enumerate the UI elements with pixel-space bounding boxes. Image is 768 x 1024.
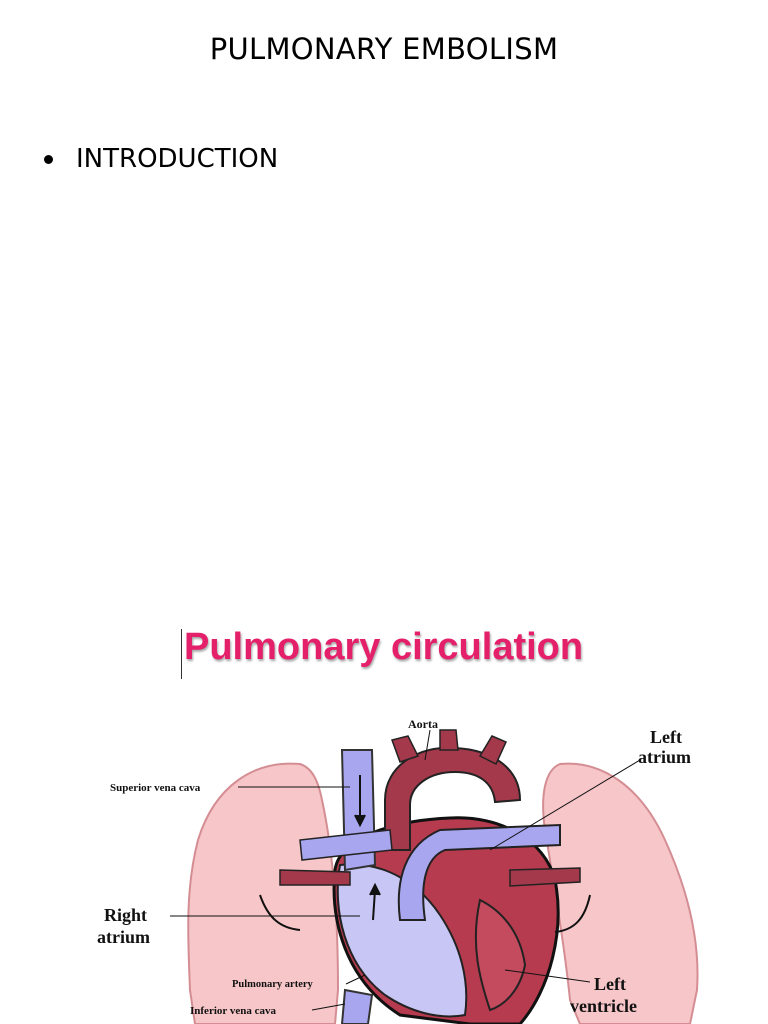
pulmonary-circulation-diagram: Aorta Left atrium Superior vena cava Rig…: [97, 717, 699, 1024]
label-right-atrium-2: atrium: [97, 927, 150, 947]
aorta-branch-2: [439, 729, 459, 751]
inferior-vena-cava: [340, 988, 374, 1024]
label-inferior-vena-cava: Inferior vena cava: [190, 1005, 276, 1017]
flow-arrows: [259, 775, 591, 933]
pulmonary-veins-right: [279, 869, 351, 886]
label-pulmonary-artery: Pulmonary artery: [232, 979, 314, 990]
text-cursor: [181, 629, 182, 679]
pulmonary-artery-right-branch: [299, 829, 393, 861]
label-right-atrium-1: Right: [104, 905, 147, 925]
label-left-atrium-2: atrium: [638, 747, 691, 767]
label-left-ventricle-1: Left: [594, 974, 626, 994]
label-left-ventricle-2: ventricle: [570, 996, 637, 1016]
left-ventricle: [474, 898, 527, 1012]
label-left-atrium-1: Left: [650, 727, 682, 747]
figure-title: Pulmonary circulation: [184, 626, 584, 668]
bullet-text: INTRODUCTION: [76, 144, 279, 174]
aorta: [384, 746, 522, 851]
bullet-dot-icon: [44, 154, 53, 164]
label-superior-vena-cava: Superior vena cava: [110, 782, 201, 794]
label-aorta: Aorta: [408, 717, 438, 731]
pulmonary-veins-left: [509, 867, 581, 887]
slide-title: PULMONARY EMBOLISM: [209, 32, 559, 66]
right-lung: [187, 762, 340, 1024]
pulmonary-artery: [397, 823, 561, 921]
bullet-item-introduction: INTRODUCTION: [44, 144, 278, 174]
aorta-branch-1: [391, 735, 420, 763]
aorta-branch-3: [478, 735, 507, 766]
